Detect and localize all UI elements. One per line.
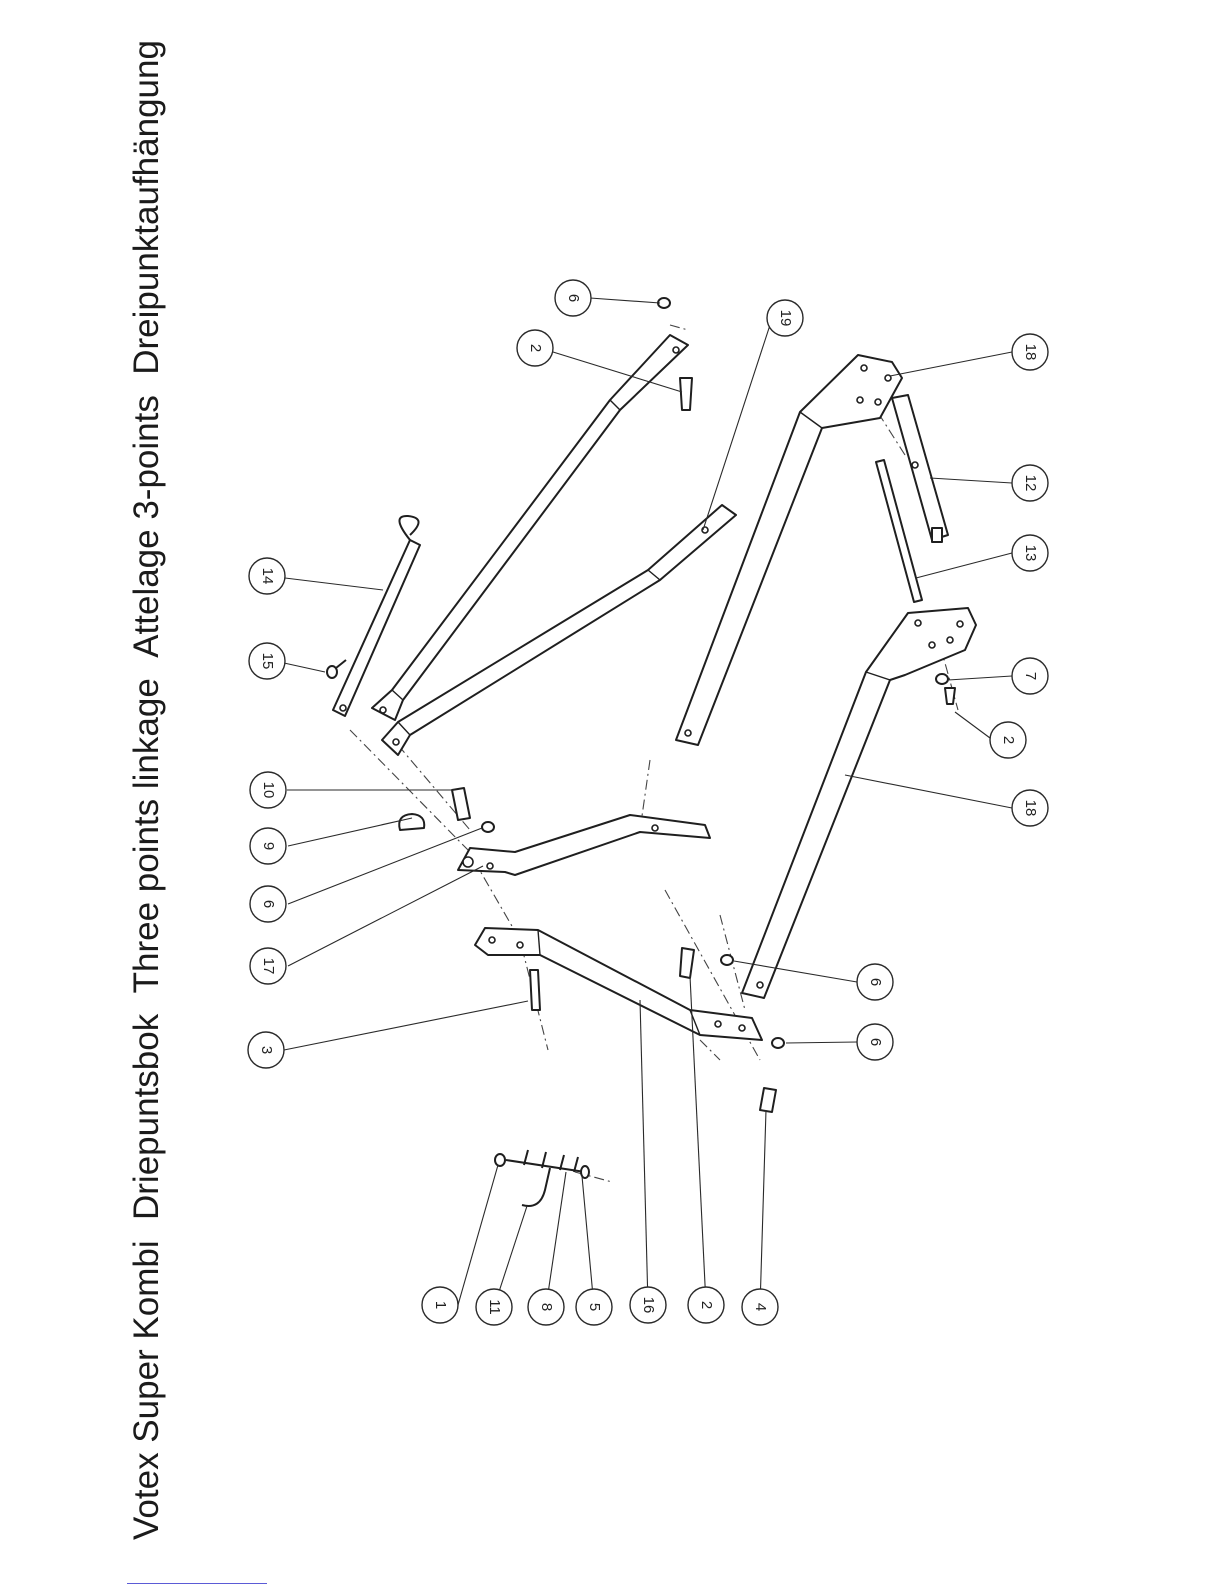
- bracket-part-16: [475, 928, 762, 1040]
- svg-text:1: 1: [432, 1301, 449, 1309]
- svg-text:11: 11: [486, 1299, 503, 1315]
- callout-15: 15: [249, 643, 285, 679]
- callout-6-b: 6: [857, 964, 893, 1000]
- svg-text:6: 6: [867, 1038, 884, 1046]
- footer-link-underline: [127, 1583, 267, 1584]
- callout-6-d: 6: [250, 886, 286, 922]
- callout-1: 1: [422, 1287, 458, 1323]
- bolt-part-4: [760, 1088, 776, 1112]
- svg-text:16: 16: [640, 1297, 657, 1314]
- diagonal-brace-part-19: [382, 505, 736, 755]
- svg-text:3: 3: [258, 1046, 275, 1054]
- svg-text:8: 8: [538, 1303, 555, 1311]
- callout-17: 17: [250, 948, 286, 984]
- bolt-part-3: [530, 970, 540, 1010]
- pin-part-10: [452, 788, 470, 820]
- svg-text:6: 6: [260, 900, 277, 908]
- bracket-part-17: [458, 815, 710, 875]
- svg-text:9: 9: [260, 842, 277, 850]
- bolt-part-2-lower-plate: [945, 688, 955, 704]
- svg-text:12: 12: [1022, 475, 1039, 492]
- svg-text:4: 4: [752, 1303, 769, 1311]
- callout-2-a: 2: [517, 330, 553, 366]
- callout-16: 16: [630, 1287, 666, 1323]
- lynch-pin-part-9: [399, 814, 424, 830]
- callout-19: 19: [767, 300, 803, 336]
- callout-18-a: 18: [1012, 334, 1048, 370]
- callout-13: 13: [1012, 535, 1048, 571]
- callout-6-a: 6: [555, 280, 591, 316]
- svg-text:6: 6: [867, 978, 884, 986]
- clip-part-15: [327, 660, 346, 678]
- callout-2-c: 2: [688, 1287, 724, 1323]
- upper-frame-arm: [372, 335, 688, 720]
- svg-text:2: 2: [527, 344, 544, 352]
- svg-text:13: 13: [1022, 545, 1039, 562]
- callout-2-b: 2: [990, 722, 1026, 758]
- svg-text:10: 10: [260, 782, 277, 799]
- callout-9: 9: [250, 828, 286, 864]
- svg-text:7: 7: [1022, 672, 1039, 680]
- svg-text:17: 17: [260, 958, 277, 975]
- svg-text:2: 2: [1000, 736, 1017, 744]
- lower-link-arm-part-18-lower: [742, 608, 976, 998]
- svg-text:2: 2: [698, 1301, 715, 1309]
- callout-8: 8: [528, 1289, 564, 1325]
- callout-7: 7: [1012, 658, 1048, 694]
- svg-text:14: 14: [259, 568, 276, 585]
- svg-text:15: 15: [259, 653, 276, 670]
- leader-lines: [284, 298, 1012, 1307]
- callout-3: 3: [248, 1032, 284, 1068]
- svg-text:6: 6: [565, 294, 582, 302]
- svg-text:18: 18: [1022, 800, 1039, 817]
- callout-10: 10: [250, 772, 286, 808]
- callout-4: 4: [742, 1289, 778, 1325]
- bolt-part-2-group: [680, 378, 694, 978]
- callout-18-b: 18: [1012, 790, 1048, 826]
- callout-5: 5: [576, 1289, 612, 1325]
- svg-text:5: 5: [586, 1303, 603, 1311]
- callout-11: 11: [476, 1289, 512, 1325]
- callout-6-c: 6: [857, 1024, 893, 1060]
- svg-text:18: 18: [1022, 344, 1039, 361]
- callout-12: 12: [1012, 465, 1048, 501]
- callout-14: 14: [249, 558, 285, 594]
- hitch-pin-assembly: [495, 1150, 589, 1206]
- nut-part-7: [936, 674, 948, 684]
- svg-text:19: 19: [777, 310, 794, 327]
